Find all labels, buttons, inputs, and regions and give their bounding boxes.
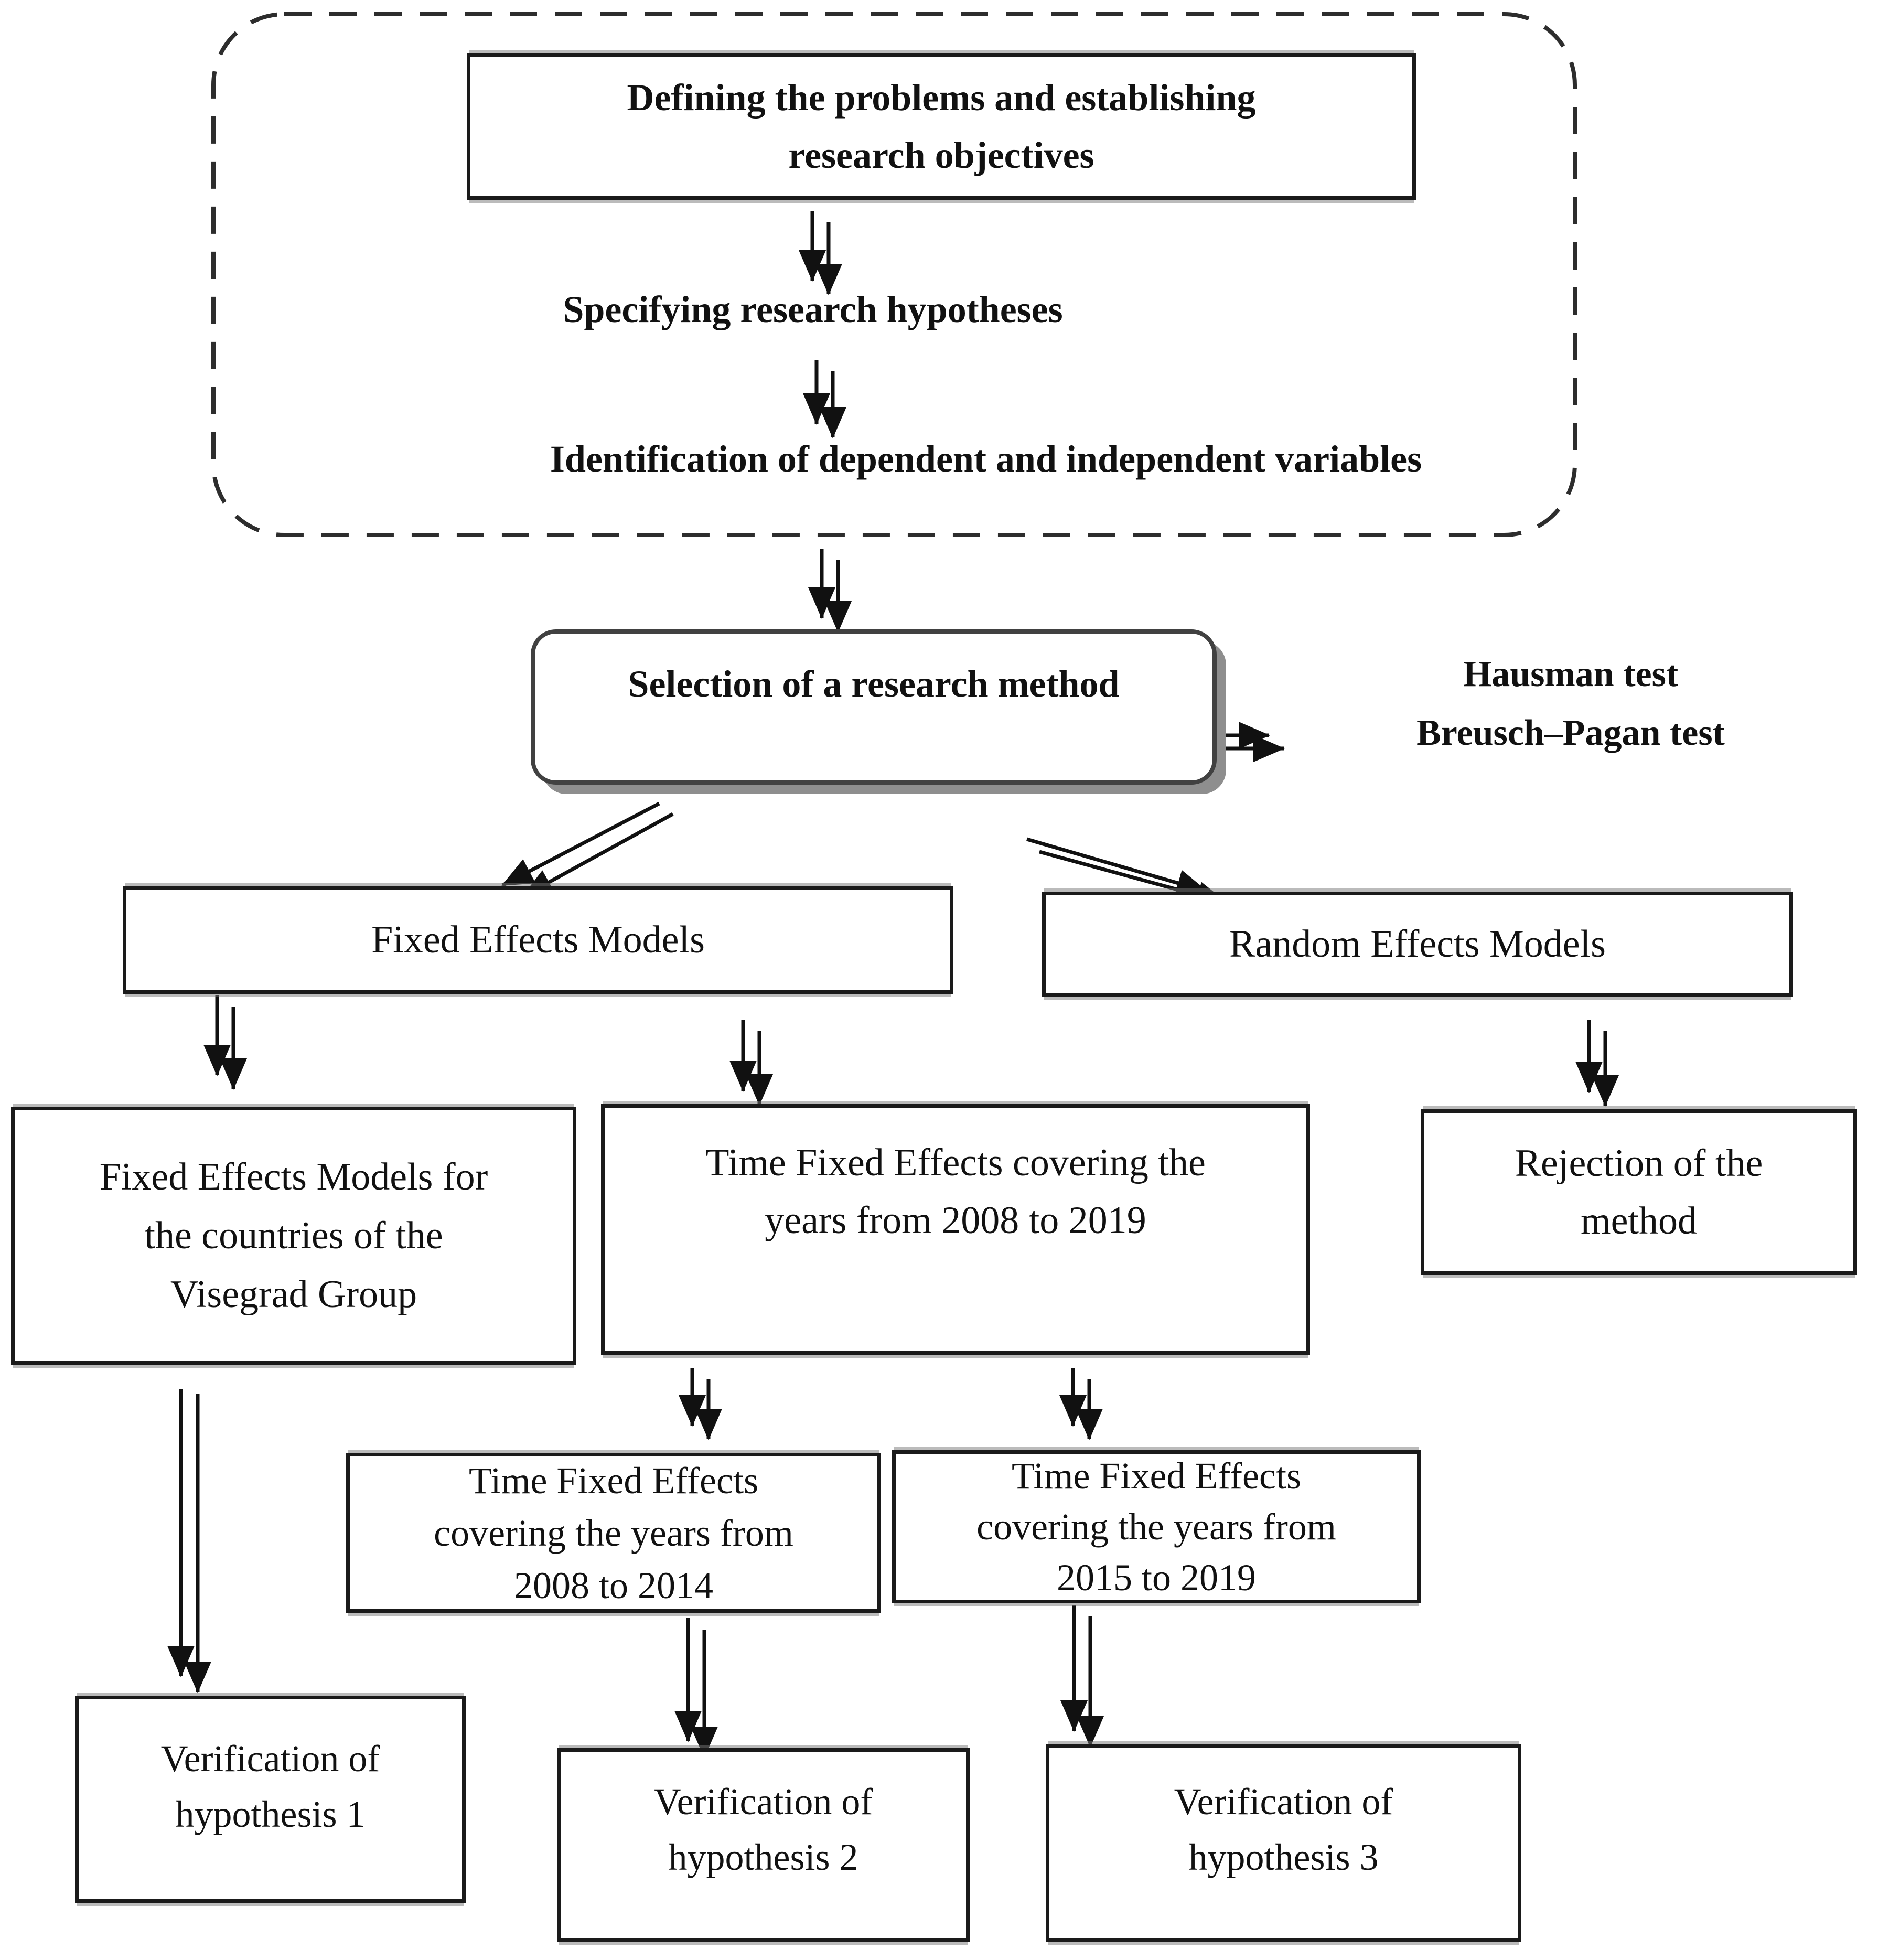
arrow-down-tfe19-to-verif3-icon [1060, 1605, 1104, 1748]
node-hausman-breusch-pagan-tests: Hausman test Breusch–Pagan test [1416, 654, 1725, 753]
arrow-down-defining-to-specifying-icon [799, 211, 842, 295]
node-rejection-of-method: Rejection of the method [1421, 1109, 1857, 1275]
node-specifying-hypotheses: Specifying research hypotheses [563, 288, 1063, 330]
arrow-down-fixed-to-visegrad-icon [203, 995, 247, 1090]
arrow-down-tfe14-to-verif2-icon [674, 1618, 718, 1758]
node-random-effects-models: Random Effects Models [1042, 892, 1793, 997]
node-verification-hypothesis-2: Verification of hypothesis 2 [557, 1748, 970, 1942]
node-identification-variables: Identification of dependent and independ… [550, 438, 1422, 480]
node-verification-hypothesis-1: Verification of hypothesis 1 [75, 1696, 466, 1903]
node-time-fixed-effects-2008-2014: Time Fixed Effects covering the years fr… [346, 1453, 881, 1613]
node-time-fixed-effects-2015-2019: Time Fixed Effects covering the years fr… [892, 1450, 1421, 1603]
arrow-diagonal-selection-to-fixed-icon [501, 801, 674, 899]
node-selection-research-method: Selection of a research method [531, 629, 1217, 785]
arrow-down-visegrad-to-verif1-icon [167, 1389, 211, 1693]
node-time-fixed-effects-2008-2019: Time Fixed Effects covering the years fr… [601, 1104, 1310, 1355]
arrow-down-fixed-to-tfe-big-icon [729, 1020, 773, 1106]
arrow-down-group-to-selection-icon [808, 549, 852, 633]
node-fixed-effects-visegrad: Fixed Effects Models for the countries o… [11, 1107, 576, 1365]
node-defining-problems: Defining the problems and establishing r… [467, 53, 1416, 200]
node-fixed-effects-models: Fixed Effects Models [123, 886, 953, 994]
top-group-outline [211, 12, 1577, 537]
node-verification-hypothesis-3: Verification of hypothesis 3 [1046, 1744, 1521, 1942]
arrow-down-random-to-rejection-icon [1575, 1020, 1619, 1107]
arrow-down-tfe-big-to-tfe19-icon [1059, 1368, 1103, 1440]
arrow-down-specifying-to-identification-icon [803, 360, 846, 438]
arrow-right-selection-to-tests-icon [1209, 722, 1285, 762]
arrow-down-tfe-big-to-tfe14-icon [679, 1368, 722, 1440]
